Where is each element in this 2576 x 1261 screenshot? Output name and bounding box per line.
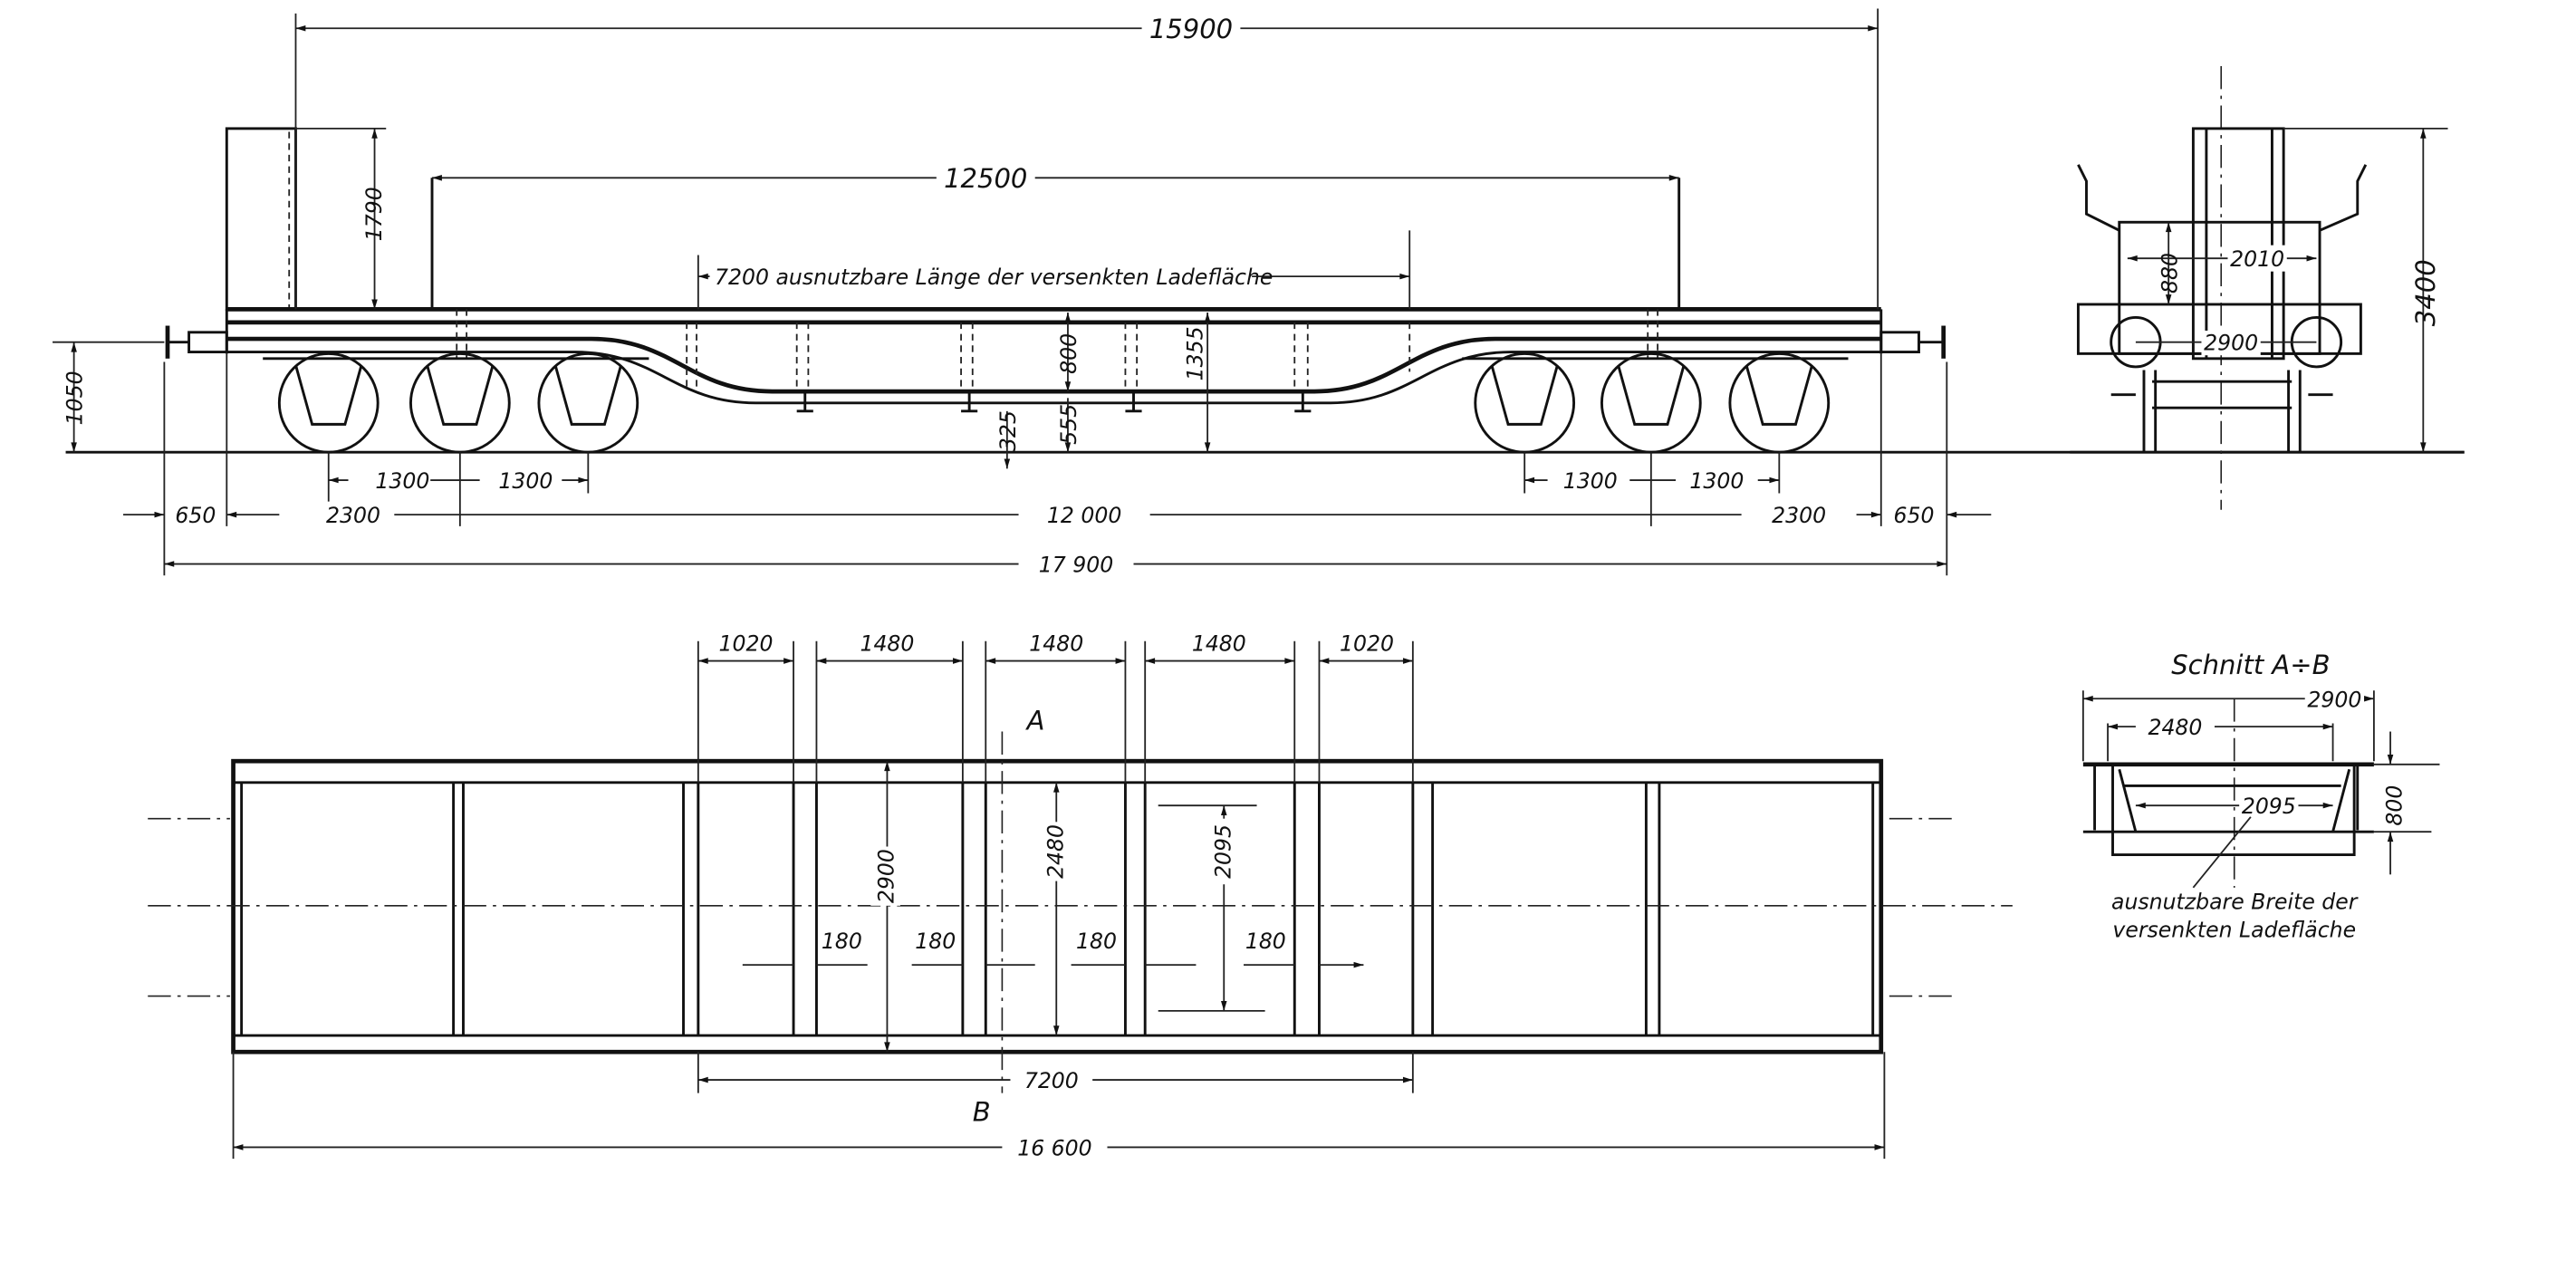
dim-axle-2: 1300 (498, 468, 553, 494)
side-view: 15900 12500 7200 ausnutzbare Länge der v… (53, 8, 2465, 578)
dim-7200-plan: 7200 (1024, 1068, 1079, 1093)
dim-2095-section: 2095 (2242, 794, 2296, 819)
dim-2095-plan: 2095 (1211, 824, 1236, 879)
dim-1790: 1790 (361, 187, 387, 241)
dim-axle-1: 1300 (375, 468, 429, 494)
end-tower (225, 127, 297, 311)
dim-180-1: 180 (822, 929, 862, 954)
deck-top (226, 307, 1881, 325)
section-title: Schnitt A÷B (2171, 650, 2330, 680)
dim-650-left: 650 (175, 503, 216, 528)
bogie-right (1462, 351, 1849, 454)
end-view: 3400 2010 880 2900 (2070, 65, 2465, 510)
dim-2300-right: 2300 (1772, 503, 1826, 528)
dim-800: 800 (1056, 333, 1081, 374)
plan-view: A B 1020 1480 1480 1480 1020 2900 2480 2… (148, 631, 2013, 1161)
dim-12500: 12500 (944, 163, 1027, 194)
dim-2010: 2010 (2230, 246, 2284, 272)
dim-1355: 1355 (1183, 326, 1208, 380)
dim-12000: 12 000 (1047, 503, 1121, 528)
section-note-line2: versenkten Ladefläche (2112, 917, 2356, 942)
dim-555: 555 (1056, 404, 1081, 445)
dim-2480-plan: 2480 (1043, 824, 1069, 879)
dim-1480-2: 1480 (1029, 631, 1083, 657)
section-mark-a: A (1025, 706, 1045, 736)
dim-325: 325 (995, 410, 1021, 451)
dim-2900-plan: 2900 (874, 849, 899, 903)
bogie-left (263, 351, 649, 454)
dim-3400: 3400 (2410, 259, 2441, 326)
dim-1020-right: 1020 (1340, 631, 1394, 657)
dim-1480-1: 1480 (860, 631, 914, 657)
dim-17900: 17 900 (1039, 553, 1113, 578)
dim-axle-3: 1300 (1563, 468, 1618, 494)
dim-axle-4: 1300 (1689, 468, 1744, 494)
section-a-b: Schnitt A÷B 2900 2480 800 2095 ausnutzba… (2081, 650, 2440, 942)
dim-2900-end: 2900 (2204, 331, 2258, 356)
dim-1050: 1050 (62, 371, 88, 425)
dim-180-2: 180 (915, 929, 956, 954)
dim-180-4: 180 (1245, 929, 1286, 954)
dim-1020-left: 1020 (718, 631, 773, 657)
dim-2300-left: 2300 (326, 503, 380, 528)
dim-180-3: 180 (1076, 929, 1117, 954)
buffer-left (165, 325, 228, 359)
section-mark-b: B (973, 1096, 991, 1127)
dim-15900: 15900 (1149, 14, 1233, 44)
dim-2480-section: 2480 (2148, 715, 2202, 740)
dim-650-right: 650 (1894, 503, 1935, 528)
section-note-line1: ausnutzbare Breite der (2111, 889, 2359, 914)
well-frame-bottom (226, 336, 1881, 394)
dim-16600: 16 600 (1017, 1136, 1091, 1161)
buffer-right (1879, 325, 1946, 359)
dim-880: 880 (2157, 253, 2182, 294)
dim-2900-section: 2900 (2307, 687, 2361, 712)
usable-length-note: 7200 ausnutzbare Länge der versenkten La… (715, 265, 1273, 290)
dim-800-section: 800 (2382, 785, 2408, 826)
dim-1480-3: 1480 (1192, 631, 1246, 657)
